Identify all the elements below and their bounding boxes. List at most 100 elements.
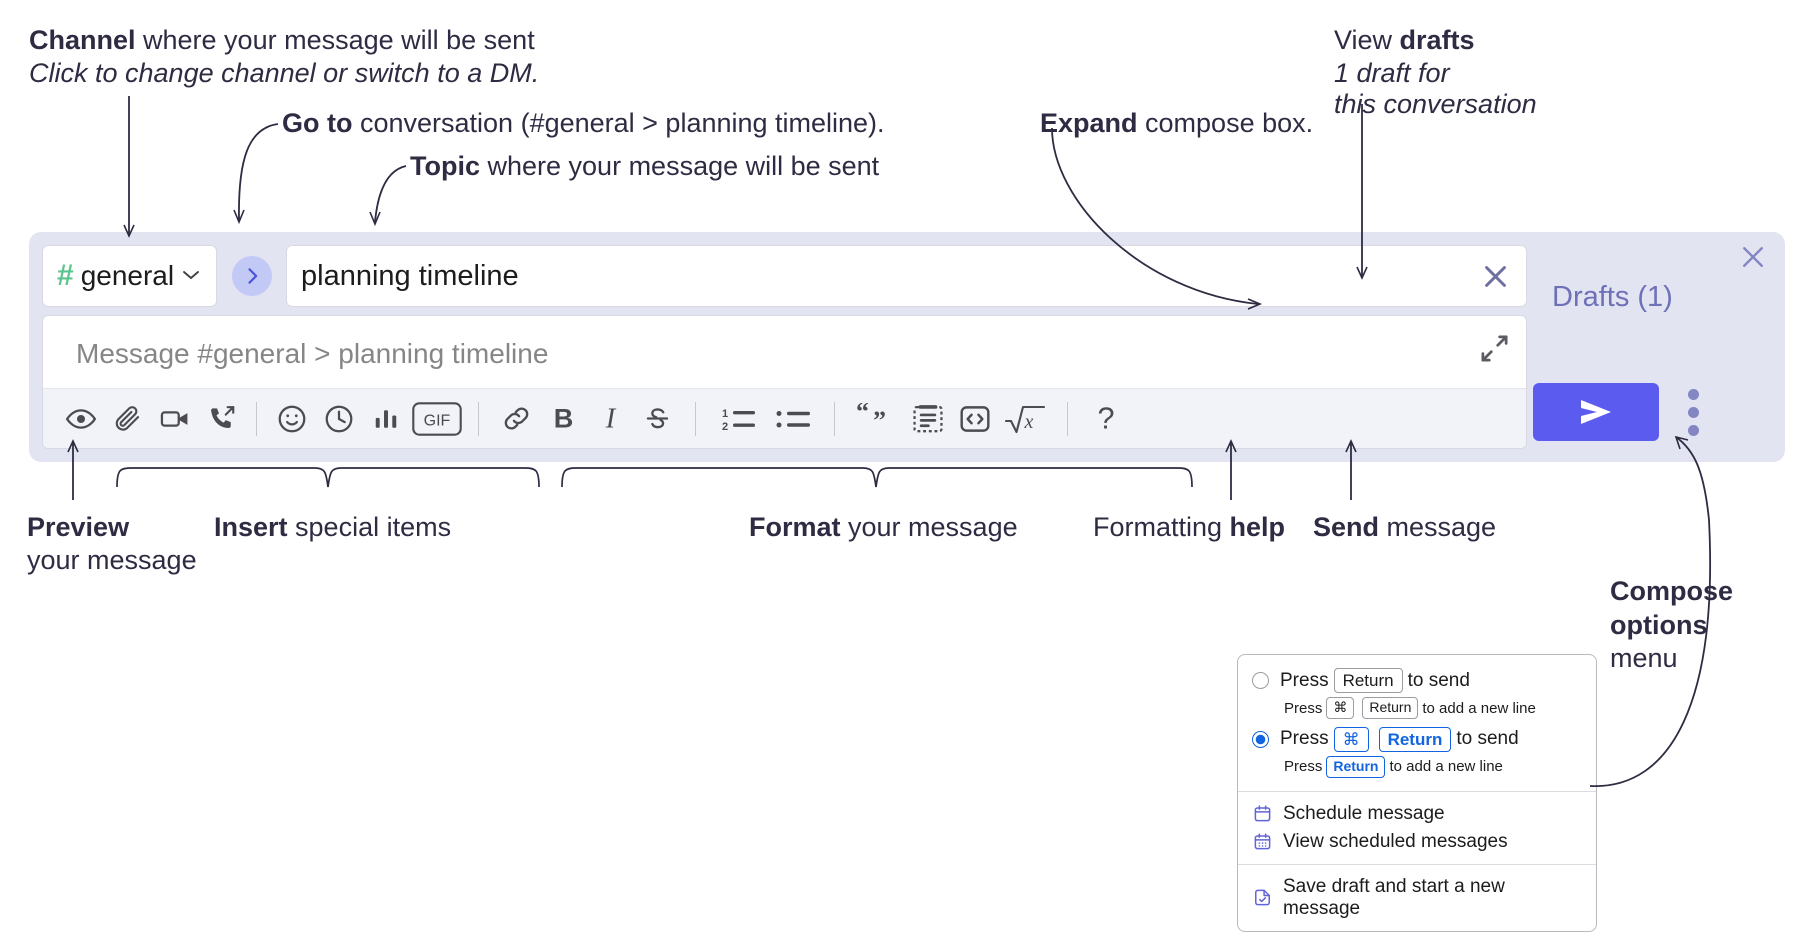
annotation-preview-line2: your message bbox=[27, 542, 197, 578]
clear-topic-icon[interactable] bbox=[1479, 260, 1512, 293]
poll-icon[interactable] bbox=[362, 395, 409, 442]
toolbar-separator bbox=[256, 401, 257, 436]
annotation-send-bold: Send bbox=[1313, 512, 1380, 542]
key-command: ⌘ bbox=[1326, 697, 1355, 719]
annotation-send: Send message bbox=[1313, 509, 1496, 545]
topic-value: planning timeline bbox=[301, 259, 519, 292]
compose-options-menu: Press Return to send Press ⌘ Return to a… bbox=[1237, 654, 1597, 932]
send-button[interactable] bbox=[1533, 383, 1659, 441]
annotation-insert: Insert special items bbox=[214, 509, 451, 545]
annotation-drafts-line2: 1 draft for bbox=[1334, 55, 1450, 91]
option-return-to-send[interactable]: Press Return to send bbox=[1238, 665, 1596, 696]
go-to-conversation-button[interactable] bbox=[232, 256, 272, 296]
code-block-icon[interactable] bbox=[904, 395, 951, 442]
menu-divider bbox=[1238, 863, 1596, 865]
key-command: ⌘ bbox=[1333, 726, 1369, 752]
preview-icon[interactable] bbox=[57, 395, 104, 442]
compose-options-button[interactable] bbox=[1682, 388, 1704, 436]
hint-pre: Press bbox=[1284, 758, 1323, 776]
leader-topic bbox=[374, 165, 407, 223]
message-placeholder: Message #general > planning timeline bbox=[76, 338, 549, 369]
annotation-compose-options-line3: menu bbox=[1610, 640, 1678, 676]
svg-text:”: ” bbox=[873, 406, 886, 435]
svg-text:2: 2 bbox=[722, 421, 728, 433]
key-return: Return bbox=[1326, 756, 1386, 778]
audio-icon[interactable] bbox=[198, 395, 245, 442]
chevron-down-icon bbox=[180, 266, 202, 286]
annotation-goto-rest: conversation (#general > planning timeli… bbox=[352, 108, 885, 138]
expand-icon[interactable] bbox=[1479, 333, 1510, 364]
annotation-compose-options-rest: menu bbox=[1610, 643, 1678, 673]
svg-text:GIF: GIF bbox=[423, 412, 450, 429]
annotation-drafts-line3: this conversation bbox=[1334, 86, 1537, 122]
math-icon[interactable]: x bbox=[998, 395, 1053, 442]
radio-unselected[interactable] bbox=[1252, 672, 1269, 690]
send-icon bbox=[1581, 400, 1611, 424]
attachment-icon[interactable] bbox=[104, 395, 151, 442]
key-return: Return bbox=[1333, 668, 1403, 694]
annotation-channel-line1: Channel where your message will be sent bbox=[29, 22, 535, 58]
strikethrough-icon[interactable] bbox=[634, 395, 681, 442]
annotation-channel-bold: Channel bbox=[29, 25, 136, 55]
key-return: Return bbox=[1378, 726, 1452, 752]
message-input-area[interactable]: Message #general > planning timeline bbox=[42, 315, 1527, 449]
code-icon[interactable] bbox=[951, 395, 998, 442]
annotation-help: Formatting help bbox=[1093, 509, 1285, 545]
menu-item-view-scheduled[interactable]: View scheduled messages bbox=[1238, 828, 1596, 856]
annotation-goto-bold: Go to bbox=[282, 108, 353, 138]
channel-picker[interactable]: # general bbox=[42, 245, 217, 307]
svg-text:“: “ bbox=[856, 403, 869, 426]
svg-text:1: 1 bbox=[722, 408, 728, 420]
annotation-help-bold: help bbox=[1229, 512, 1286, 542]
video-icon[interactable] bbox=[151, 395, 198, 442]
close-icon[interactable] bbox=[1738, 242, 1768, 272]
menu-item-save-draft[interactable]: Save draft and start a new message bbox=[1238, 873, 1596, 923]
bold-icon[interactable]: B bbox=[540, 395, 587, 442]
annotation-format-rest: your message bbox=[840, 512, 1018, 542]
toolbar-separator bbox=[1067, 401, 1068, 436]
topic-input[interactable]: planning timeline bbox=[286, 245, 1527, 307]
blockquote-icon[interactable]: “ ” bbox=[849, 395, 904, 442]
annotation-compose-options-bold2: options bbox=[1610, 610, 1708, 640]
annotation-insert-rest: special items bbox=[287, 512, 452, 542]
menu-divider bbox=[1238, 790, 1596, 792]
compose-box: # general planning timeline bbox=[29, 232, 1785, 462]
emoji-icon[interactable] bbox=[268, 395, 315, 442]
annotation-drafts-line1: View drafts bbox=[1334, 22, 1475, 58]
hint-post: to add a new line bbox=[1389, 758, 1503, 776]
annotation-compose-options-line2: options bbox=[1610, 607, 1707, 643]
option-cmd-return-hint: Press Return to add a new line bbox=[1238, 755, 1596, 783]
annotation-compose-options-line1: Compose bbox=[1610, 573, 1733, 609]
hint-pre: Press bbox=[1284, 699, 1323, 717]
option-text-pre: Press bbox=[1280, 669, 1329, 691]
option-return-to-send-hint: Press ⌘ Return to add a new line bbox=[1238, 696, 1596, 724]
option-cmd-return-to-send[interactable]: Press ⌘ Return to send bbox=[1238, 724, 1596, 755]
calendar-schedule-icon bbox=[1252, 803, 1273, 824]
kebab-dot bbox=[1687, 388, 1699, 400]
annotation-preview-rest: your message bbox=[27, 545, 197, 575]
menu-item-label: View scheduled messages bbox=[1283, 830, 1508, 852]
annotation-help-pre: Formatting bbox=[1093, 512, 1230, 542]
annotation-topic-rest: where your message will be sent bbox=[480, 151, 880, 181]
brace-format bbox=[561, 467, 1193, 488]
option-text-pre: Press bbox=[1280, 728, 1329, 750]
menu-item-schedule-message[interactable]: Schedule message bbox=[1238, 800, 1596, 828]
gif-icon[interactable]: GIF bbox=[409, 395, 464, 442]
annotation-preview-line1: Preview bbox=[27, 509, 129, 545]
clock-icon[interactable] bbox=[315, 395, 362, 442]
annotation-preview-bold: Preview bbox=[27, 512, 130, 542]
link-icon[interactable] bbox=[493, 395, 540, 442]
drafts-link[interactable]: Drafts (1) bbox=[1552, 281, 1673, 313]
bulleted-list-icon[interactable] bbox=[765, 395, 820, 442]
formatting-toolbar: GIF B bbox=[43, 388, 1526, 448]
kebab-dot bbox=[1687, 406, 1699, 418]
italic-icon[interactable]: I bbox=[587, 395, 634, 442]
annotation-drafts-pre: View bbox=[1334, 25, 1400, 55]
annotation-drafts-italic1: 1 draft for bbox=[1334, 58, 1450, 88]
ordered-list-icon[interactable]: 1 2 bbox=[710, 395, 765, 442]
help-icon[interactable]: ? bbox=[1082, 395, 1129, 442]
option-text-post: to send bbox=[1456, 728, 1519, 750]
radio-selected[interactable] bbox=[1252, 730, 1269, 748]
annotation-channel-italic: Click to change channel or switch to a D… bbox=[29, 58, 540, 88]
brace-insert bbox=[116, 467, 540, 488]
